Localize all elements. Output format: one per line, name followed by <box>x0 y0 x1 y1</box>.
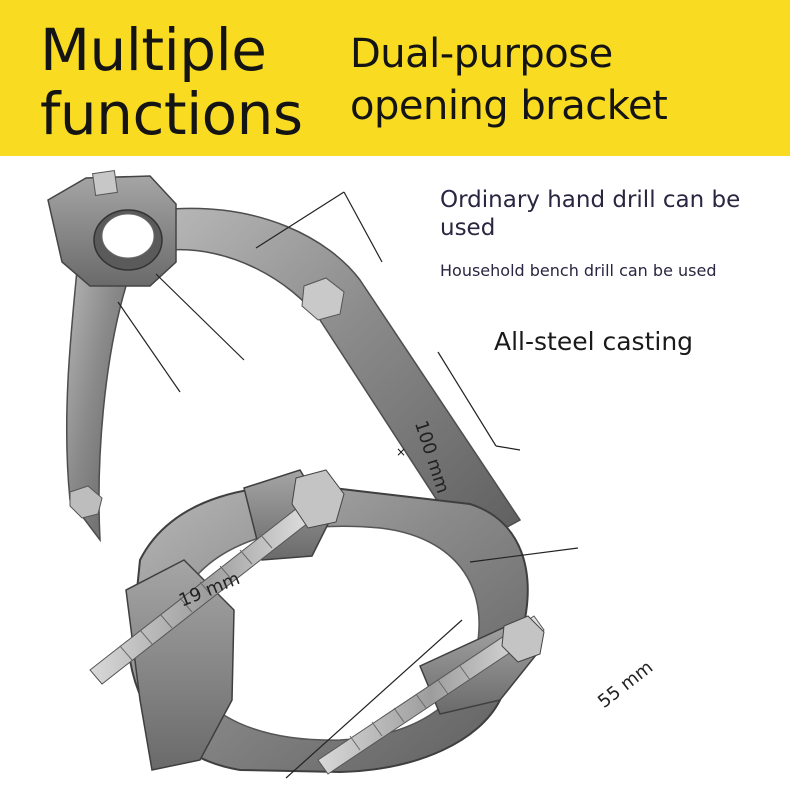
drill-bracket-icon: × <box>47 170 579 779</box>
banner-title-line1: Multiple <box>40 16 267 84</box>
left-arm <box>65 258 127 543</box>
dim-55-line-b <box>285 619 463 779</box>
dim-100-line-c <box>437 351 497 447</box>
dim-100-line-a <box>255 191 345 249</box>
feature-hand-drill: Ordinary hand drill can be used <box>440 187 741 241</box>
banner-subtitle: Dual-purpose opening bracket <box>350 28 668 132</box>
dim-19-line-a <box>117 301 181 393</box>
product-illustration: × 100 mm 19 mm 55 mm <box>0 156 790 790</box>
left-clamp-block <box>125 559 235 771</box>
side-nut <box>301 277 345 321</box>
dim-19-line-b <box>155 273 245 361</box>
feature-material: All-steel casting <box>494 327 694 356</box>
feature-bench-drill: Household bench drill can be used <box>440 261 717 280</box>
banner-title-line2: functions <box>40 80 303 148</box>
dim-100-line-b <box>343 191 383 263</box>
banner-subtitle-line2: opening bracket <box>350 83 668 129</box>
dimension-lines <box>117 191 579 779</box>
upper-threaded-rod <box>89 469 345 685</box>
dim-55-line-a <box>469 547 579 563</box>
dim-100-line-d <box>495 445 521 451</box>
banner-subtitle-line1: Dual-purpose <box>350 31 613 77</box>
banner-title: Multiple functions <box>40 18 303 146</box>
title-banner: Multiple functions Dual-purpose opening … <box>0 0 790 156</box>
lower-threaded-rod <box>317 615 545 775</box>
right-arm <box>159 207 522 549</box>
svg-text:×: × <box>396 445 406 459</box>
